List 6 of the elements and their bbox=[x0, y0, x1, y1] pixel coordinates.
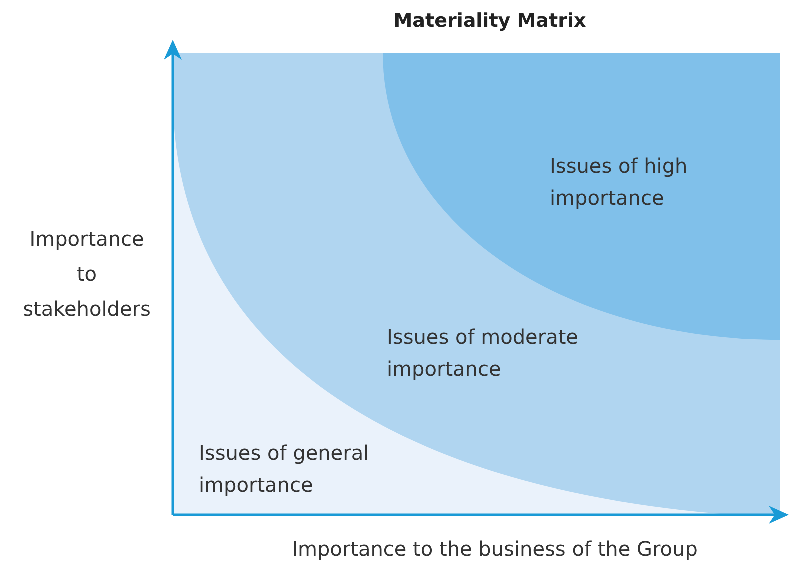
zone-label: Issues of moderate importance bbox=[387, 324, 580, 383]
axis-label: Importance to the business of the Group bbox=[291, 536, 699, 563]
zone-label: Issues of high importance bbox=[550, 153, 689, 212]
axis-label: Importance to stakeholders bbox=[22, 226, 152, 323]
chart-title: Materiality Matrix bbox=[392, 10, 588, 32]
zone-label: Issues of general importance bbox=[199, 440, 370, 499]
